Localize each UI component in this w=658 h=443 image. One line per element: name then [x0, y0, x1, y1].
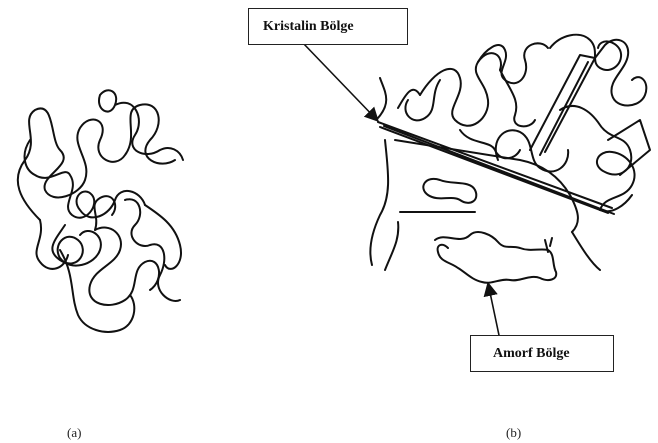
- amorphous-pointer-arrow: [488, 283, 500, 340]
- crystalline-label-text: Kristalin Bölge: [263, 19, 354, 35]
- crystalline-lamella: [378, 122, 614, 214]
- caption-b: (b): [506, 425, 521, 441]
- crystalline-pointer-arrow: [302, 42, 378, 121]
- amorphous-coil-a: [18, 90, 183, 332]
- amorphous-label-text: Amorf Bölge: [493, 346, 570, 362]
- amorphous-region-label: Amorf Bölge: [470, 335, 614, 372]
- semicrystalline-structure-b: [370, 35, 650, 283]
- crystalline-region-label: Kristalin Bölge: [248, 8, 408, 45]
- caption-a: (a): [67, 425, 81, 441]
